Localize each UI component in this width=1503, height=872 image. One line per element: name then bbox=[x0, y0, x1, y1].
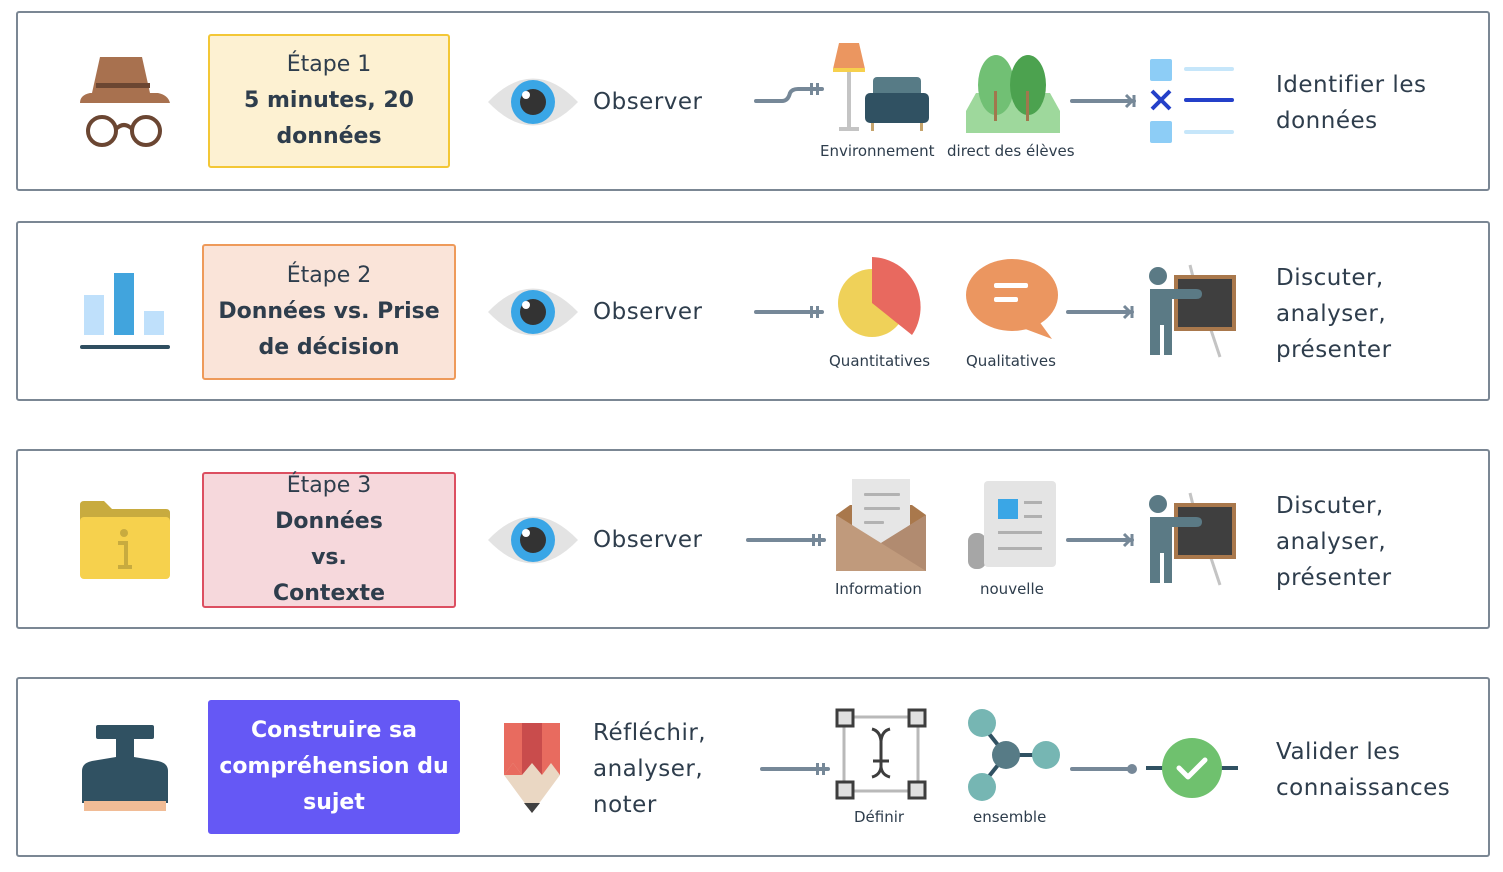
trees-icon bbox=[966, 55, 1060, 133]
bar-chart-icon bbox=[80, 273, 170, 349]
step-subtitle: Données vs. Prise de décision bbox=[218, 299, 440, 360]
connector-line bbox=[754, 83, 824, 103]
connector-line bbox=[1066, 532, 1134, 548]
step-box: Étape 3 Données vs. Contexte bbox=[202, 472, 456, 608]
connector-line bbox=[1070, 764, 1137, 774]
eye-icon bbox=[488, 78, 578, 126]
item-caption: nouvelle bbox=[980, 580, 1044, 598]
step-subtitle: Données vs. Contexte bbox=[273, 509, 385, 606]
detective-hat-glasses-icon bbox=[80, 57, 170, 147]
step-subtitle: Construire sa compréhension du sujet bbox=[219, 718, 449, 815]
connector-line bbox=[1070, 93, 1136, 109]
step-3-row: Étape 3 Données vs. Contexte Observer In… bbox=[16, 449, 1490, 629]
network-nodes-icon bbox=[968, 709, 1060, 801]
step-title: Étape 1 bbox=[286, 52, 372, 77]
item-caption: Définir bbox=[854, 808, 905, 826]
step-title: Étape 3 bbox=[286, 473, 372, 498]
connector-line bbox=[1066, 304, 1134, 320]
action-label: Réfléchir, analyser, noter bbox=[593, 720, 707, 818]
presenter-blackboard-icon bbox=[1149, 492, 1236, 586]
step-1-row: Étape 1 5 minutes, 20 données Observer E… bbox=[16, 11, 1490, 191]
step-box[interactable]: Construire sa compréhension du sujet bbox=[208, 700, 460, 834]
check-circle-icon bbox=[1146, 738, 1238, 798]
connector-line bbox=[760, 763, 830, 775]
eye-icon bbox=[488, 516, 578, 564]
result-label: Identifier les données bbox=[1276, 72, 1427, 134]
action-label: Observer bbox=[593, 299, 703, 325]
connector-line bbox=[754, 306, 824, 318]
step-4-row: Construire sa compréhension du sujet Réf… bbox=[16, 677, 1490, 857]
action-label: Observer bbox=[593, 89, 703, 115]
speech-bubble-icon bbox=[966, 259, 1058, 339]
step-box: Étape 1 5 minutes, 20 données bbox=[208, 34, 450, 168]
info-folder-icon bbox=[80, 501, 170, 579]
pie-chart-icon bbox=[838, 257, 921, 337]
item-caption: ensemble bbox=[973, 808, 1047, 826]
item-caption: direct des élèves bbox=[947, 142, 1075, 160]
action-label: Observer bbox=[593, 527, 703, 553]
result-label: Discuter, analyser, présenter bbox=[1276, 265, 1392, 363]
eye-icon bbox=[488, 288, 578, 336]
item-caption: Information bbox=[835, 580, 922, 598]
newspaper-icon bbox=[968, 481, 1056, 569]
step-box: Étape 2 Données vs. Prise de décision bbox=[202, 244, 456, 380]
pencil-icon bbox=[504, 723, 560, 813]
connector-line bbox=[746, 534, 826, 546]
step-title: Étape 2 bbox=[286, 263, 372, 288]
open-envelope-icon bbox=[836, 479, 926, 571]
stamp-icon bbox=[82, 725, 168, 811]
item-caption: Qualitatives bbox=[966, 352, 1056, 370]
result-label: Valider les connaissances bbox=[1276, 739, 1451, 801]
result-label: Discuter, analyser, présenter bbox=[1276, 493, 1392, 591]
step-2-row: Étape 2 Données vs. Prise de décision Ob… bbox=[16, 221, 1490, 401]
item-caption: Environnement bbox=[820, 142, 935, 160]
lamp-armchair-icon bbox=[833, 43, 929, 131]
text-frame-icon bbox=[835, 708, 927, 800]
checklist-icon bbox=[1150, 59, 1234, 143]
presenter-blackboard-icon bbox=[1149, 264, 1236, 358]
item-caption: Quantitatives bbox=[829, 352, 931, 370]
step-subtitle: 5 minutes, 20 données bbox=[244, 88, 414, 149]
